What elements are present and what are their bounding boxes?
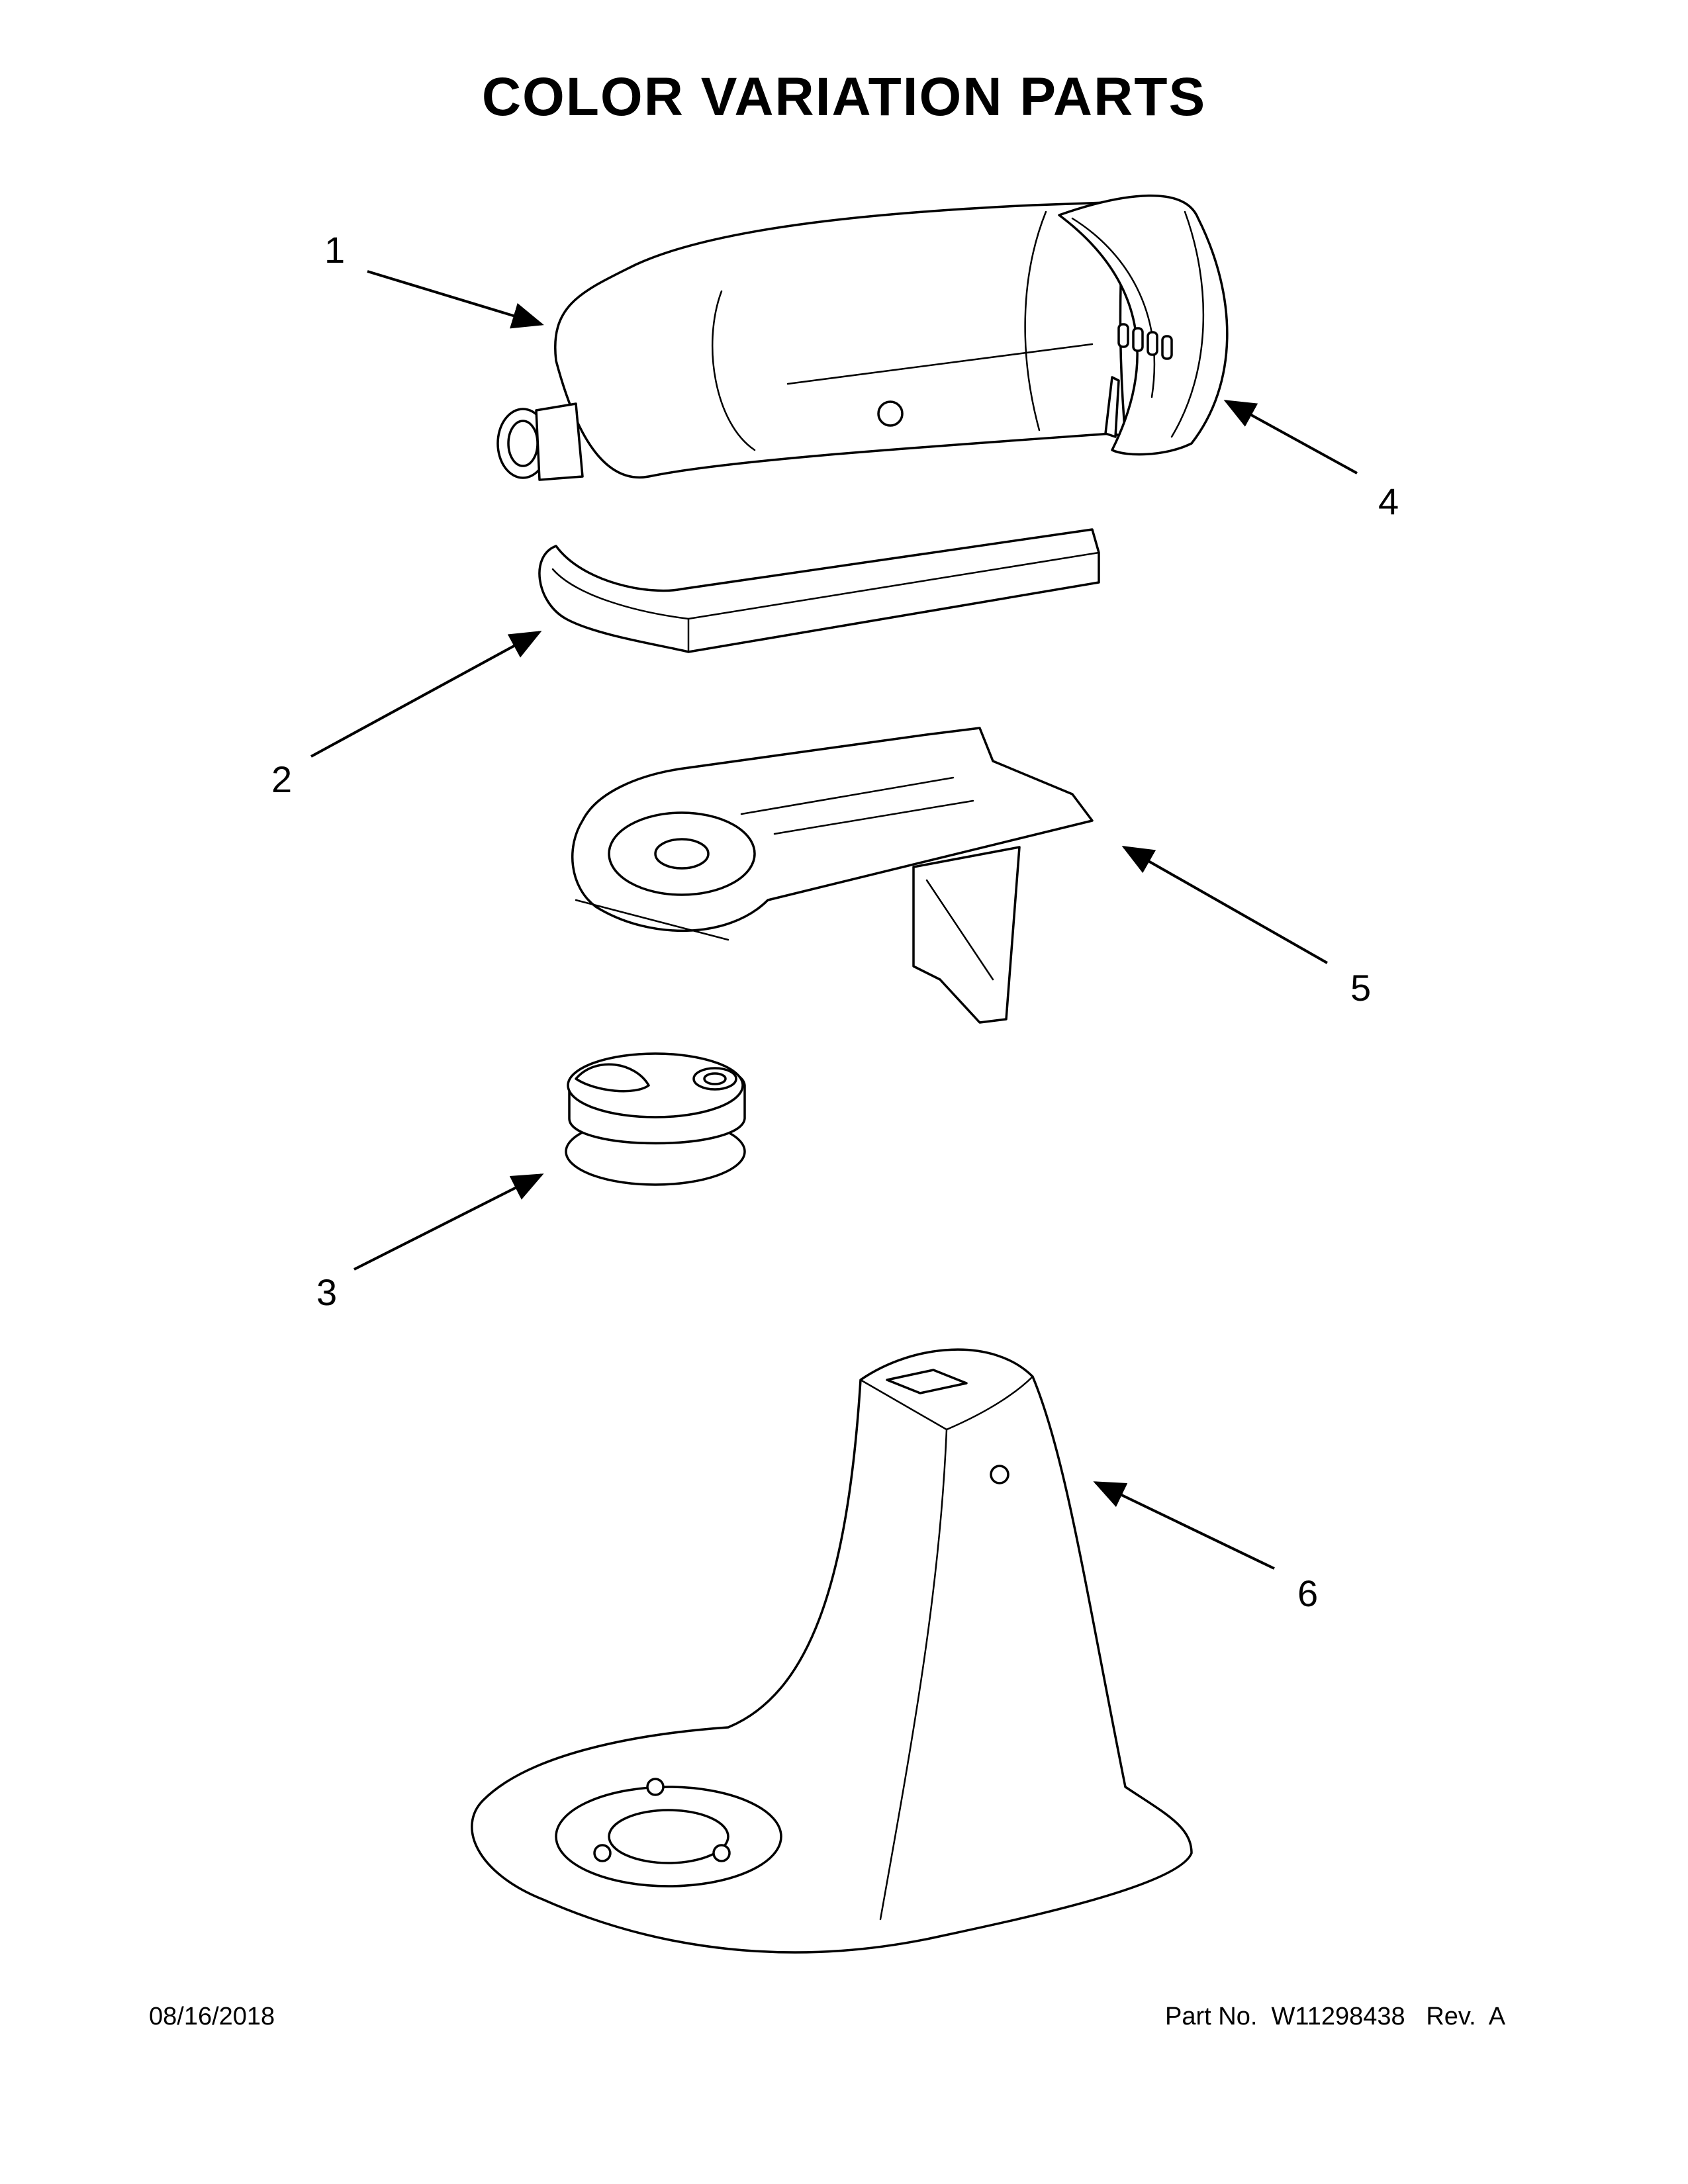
gear-cover-part: [565, 1052, 746, 1186]
pedestal-base-part: [471, 1348, 1193, 1954]
leader-line-4: [1223, 400, 1358, 475]
callout-2: 2: [271, 758, 293, 800]
footer-date: 08/16/2018: [149, 2003, 275, 2030]
page-title: COLOR VARIATION PARTS: [481, 67, 1207, 127]
motor-housing-part: [496, 201, 1127, 481]
callout-3: 3: [316, 1271, 338, 1313]
callout-1: 1: [324, 229, 346, 271]
footer-part-info: Part No. W11298438 Rev. A: [1165, 2003, 1505, 2031]
trim-band-part: [538, 528, 1100, 653]
rear-cap-part: [1058, 194, 1229, 456]
planetary-frame-part: [571, 727, 1094, 1024]
revision-label: Rev.: [1426, 2003, 1476, 2030]
part-number-label: Part No.: [1165, 2003, 1258, 2030]
leader-line-1: [367, 270, 544, 329]
part-number: W11298438: [1271, 2003, 1405, 2030]
leader-line-5: [1121, 846, 1328, 964]
callout-5: 5: [1350, 967, 1372, 1009]
leader-line-2: [310, 631, 542, 758]
leader-line-3: [353, 1173, 544, 1271]
leader-line-6: [1093, 1481, 1275, 1570]
revision: A: [1488, 2003, 1506, 2030]
callout-4: 4: [1378, 480, 1399, 522]
callout-6: 6: [1297, 1572, 1319, 1614]
